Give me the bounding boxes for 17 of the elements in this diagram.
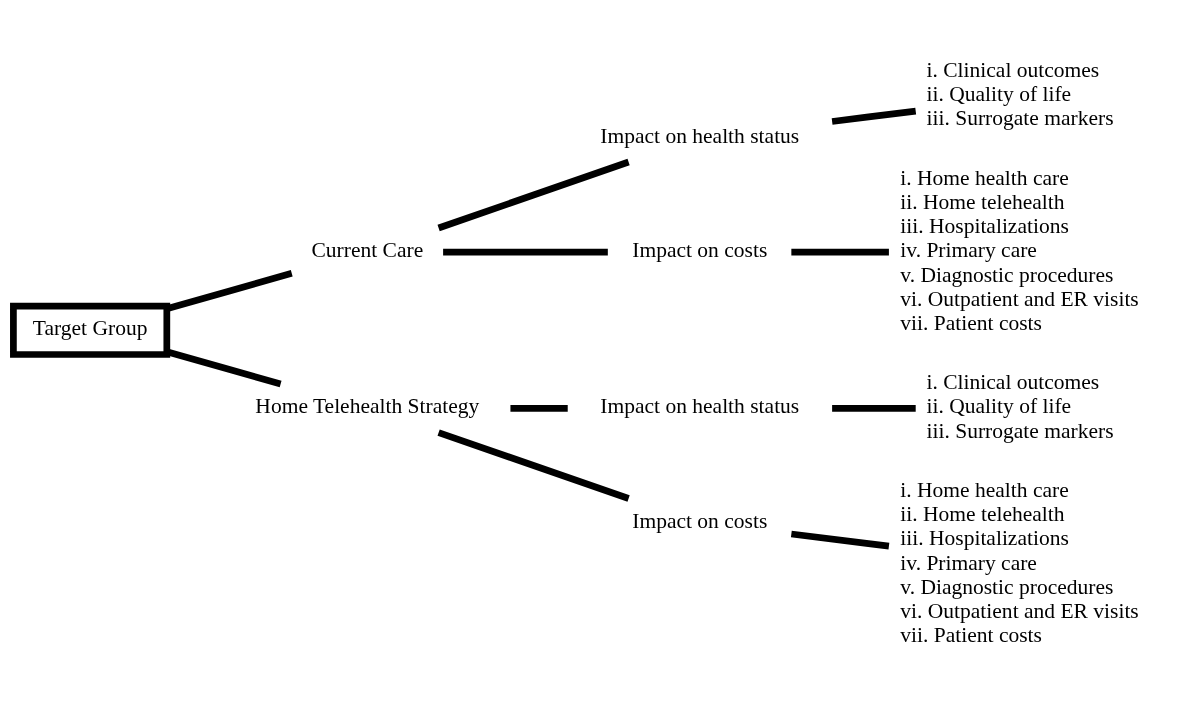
connector xyxy=(165,269,293,312)
node-text: Impact on health status xyxy=(600,393,800,418)
connector xyxy=(790,530,890,549)
connector xyxy=(165,347,282,387)
node-text: i. Home health care ii. Home telehealth iii. Hospitalizations iv. Primary care v. Diagnostic procedures vi. Outpatient and ER visits vii. Patient costs xyxy=(900,165,1139,335)
connector xyxy=(437,428,630,502)
node-text: i. Clinical outcomes ii. Quality of life iii. Surrogate markers xyxy=(926,369,1114,443)
node-text: Impact on health status xyxy=(600,123,800,148)
node-text: Impact on costs xyxy=(632,237,768,262)
node-text: Current Care xyxy=(311,237,424,262)
node-box: Target Group xyxy=(10,302,171,358)
connector xyxy=(831,107,917,125)
node-text: Home Telehealth Strategy xyxy=(255,393,480,418)
node-text: i. Clinical outcomes ii. Quality of life iii. Surrogate markers xyxy=(926,57,1114,130)
connector xyxy=(437,158,630,231)
node-text: Impact on costs xyxy=(632,508,768,533)
node-text: i. Home health care ii. Home telehealth iii. Hospitalizations iv. Primary care v. Diagnostic procedures vi. Outpatient and ER visits vii. Patient costs xyxy=(900,477,1139,647)
